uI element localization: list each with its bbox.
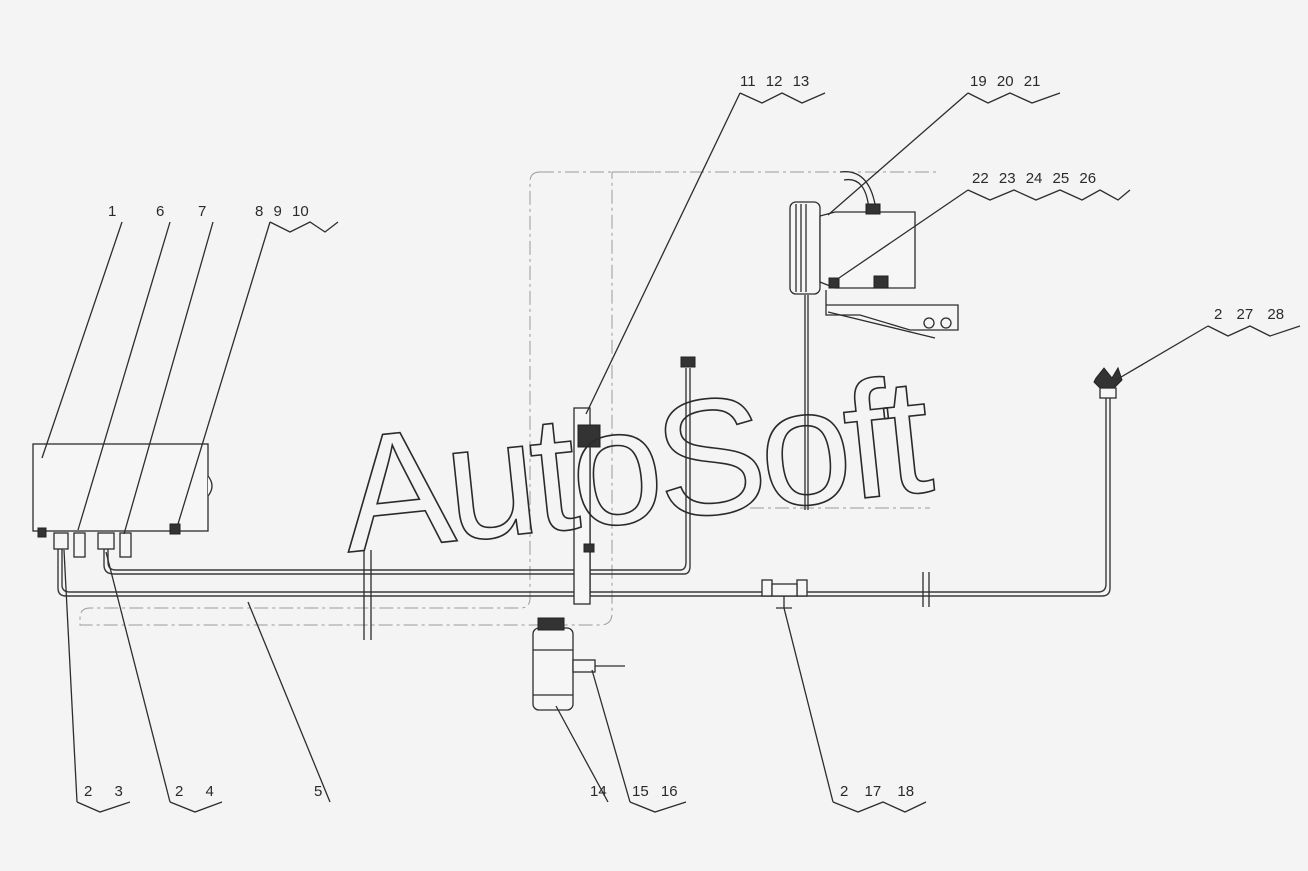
- callout-15-16: 15 16: [632, 783, 678, 800]
- evaporator-unit: [32, 443, 213, 558]
- leader-lines: [41, 92, 1301, 813]
- callout-1: 1: [108, 203, 116, 220]
- callout-2-27-28: 2 27 28: [1214, 306, 1284, 323]
- callout-2-17-18: 2 17 18: [840, 783, 914, 800]
- cab-outline: [79, 171, 940, 626]
- callout-labels: 1 6 7 8 9 10 11 12 13 19 20 21 22 23 24 …: [84, 73, 1284, 800]
- expansion-valve-bracket: [573, 407, 601, 605]
- callout-5: 5: [314, 783, 322, 800]
- watermark: AutoSoft: [332, 342, 938, 587]
- compressor: [789, 171, 959, 331]
- callout-19-20-21: 19 20 21: [970, 73, 1040, 90]
- pipe-break-right: [922, 572, 930, 607]
- callout-8-9-10: 8 9 10: [255, 203, 309, 220]
- callout-7: 7: [198, 203, 206, 220]
- callout-14: 14: [590, 783, 607, 800]
- callout-6: 6: [156, 203, 164, 220]
- hose-fitting: [1093, 366, 1123, 399]
- callout-2-3: 2 3: [84, 783, 123, 800]
- pipe-cap: [680, 356, 696, 368]
- callout-2-4: 2 4: [175, 783, 214, 800]
- service-valve: [761, 579, 808, 609]
- receiver-drier: [532, 617, 625, 711]
- callout-22-26: 22 23 24 25 26: [972, 170, 1096, 187]
- callout-11-12-13: 11 12 13: [740, 73, 809, 90]
- pipe-break-left: [363, 550, 372, 640]
